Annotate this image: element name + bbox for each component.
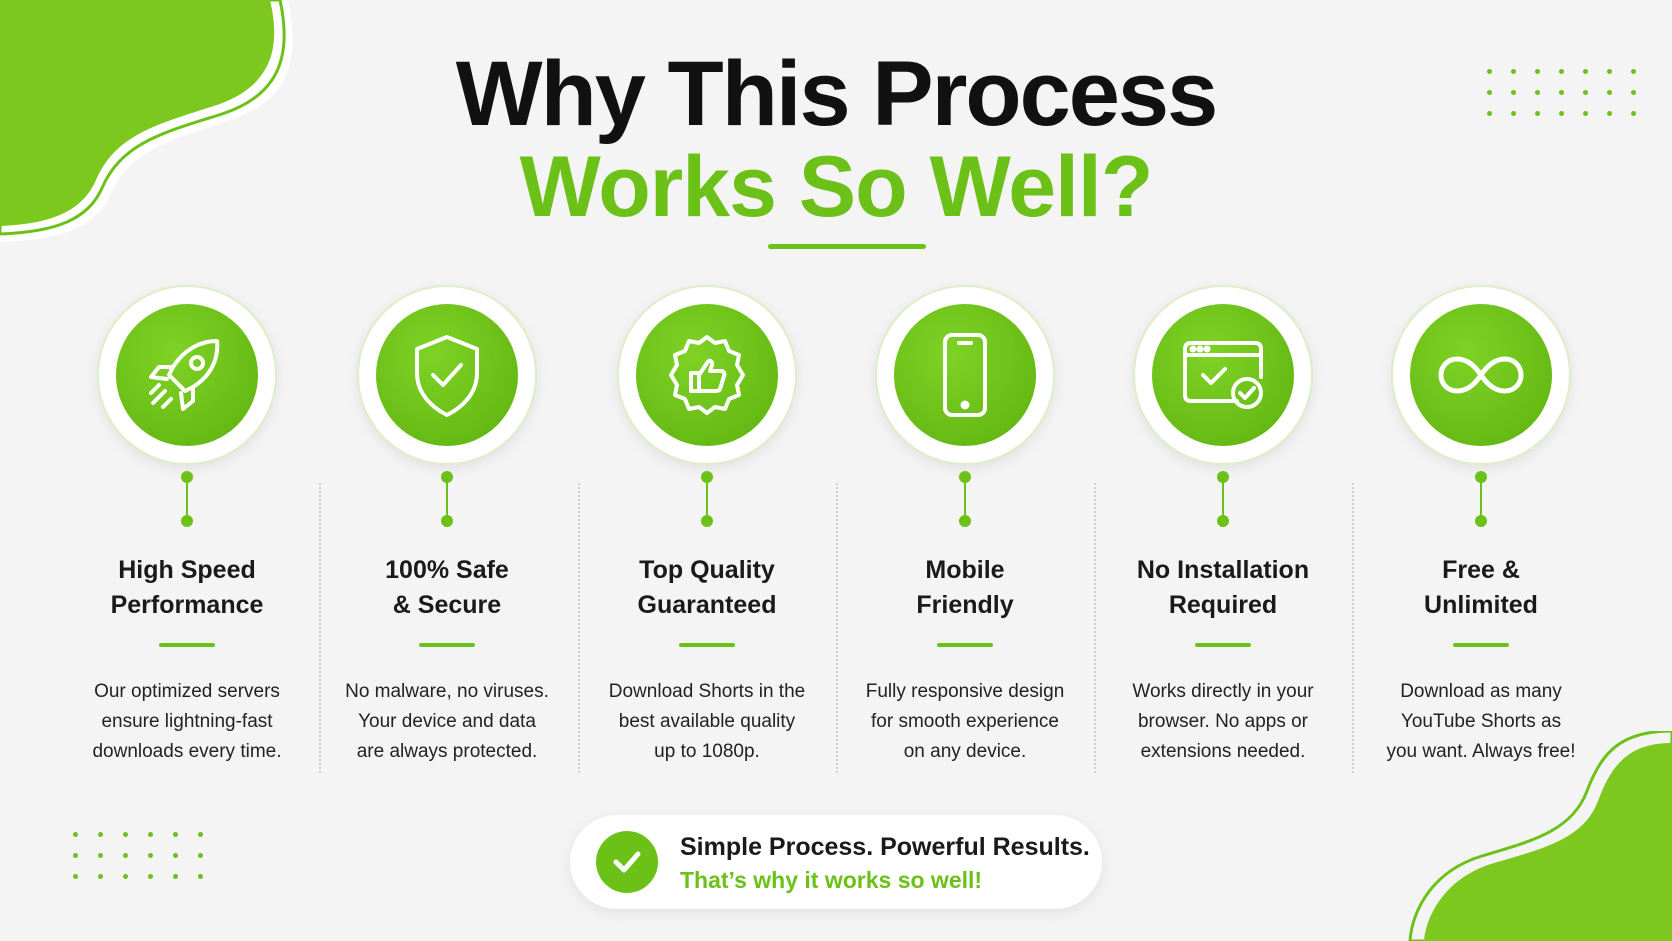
title-underline (768, 244, 926, 249)
title-rule (419, 643, 475, 647)
title-rule (1195, 643, 1251, 647)
thumbs-up-badge-icon (669, 335, 745, 415)
icon-ring (1391, 285, 1571, 465)
feature-title: 100% Safe& Secure (385, 556, 509, 619)
feature-description: No malware, no viruses.Your device and d… (345, 681, 549, 762)
shield-check-icon (415, 335, 479, 417)
icon-ring (357, 285, 537, 465)
icon-ring (617, 285, 797, 465)
feature-card-safe-secure: 100% Safe& Secure No malware, no viruses… (318, 285, 576, 767)
browser-check-icon (1183, 341, 1263, 409)
column-divider (319, 483, 321, 773)
icon-ring (1133, 285, 1313, 465)
column-divider (836, 483, 838, 773)
rocket-icon (149, 339, 220, 411)
check-circle-icon (596, 831, 658, 893)
icon-ring (875, 285, 1055, 465)
banner-subline: That’s why it works so well! (680, 867, 983, 893)
feature-title: Free &Unlimited (1424, 556, 1538, 619)
column-divider (578, 483, 580, 773)
dot-grid-bottom-left (73, 832, 206, 879)
infinity-icon (1438, 356, 1524, 394)
page-title-line2: Works So Well? (519, 139, 1154, 235)
title-rule (159, 643, 215, 647)
dot-grid-top-right (1487, 69, 1639, 116)
title-rule (1453, 643, 1509, 647)
page-title-line1: Why This Process (455, 43, 1218, 145)
summary-banner: Simple Process. Powerful Results. That’s… (570, 815, 1102, 909)
column-divider (1094, 483, 1096, 773)
smartphone-icon (943, 333, 987, 417)
icon-ring (97, 285, 277, 465)
column-divider (1352, 483, 1354, 773)
title-rule (937, 643, 993, 647)
title-rule (679, 643, 735, 647)
banner-headline: Simple Process. Powerful Results. (680, 833, 1090, 861)
